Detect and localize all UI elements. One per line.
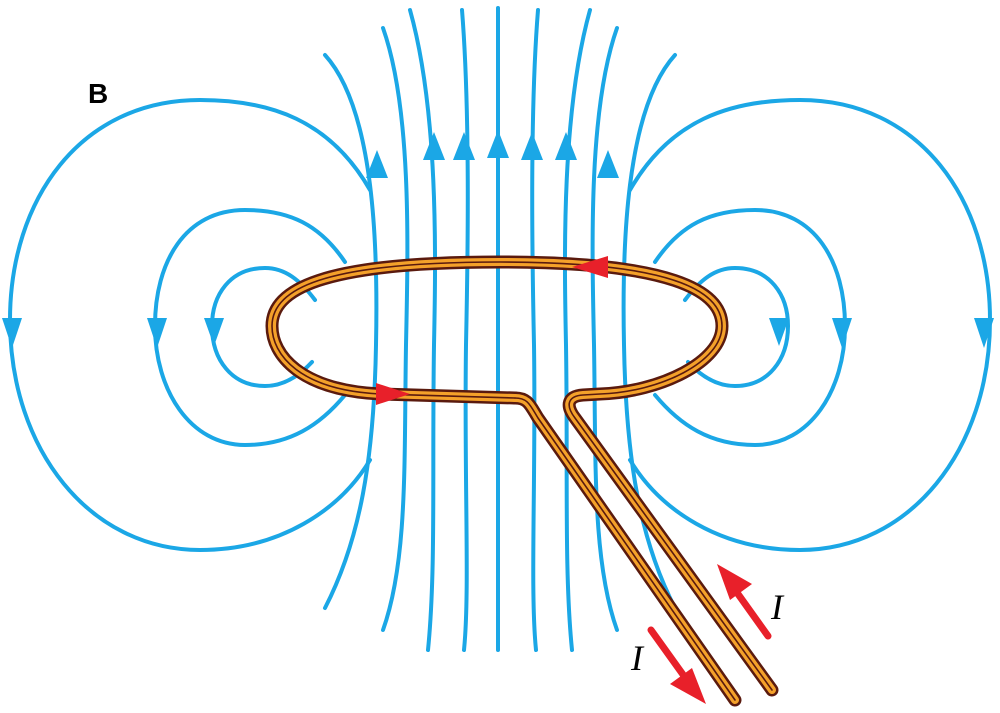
field-arrow [204, 318, 224, 346]
field-line [408, 8, 438, 652]
field-loops-right [628, 97, 993, 553]
field-lines-central [323, 6, 677, 652]
field-arrow [147, 318, 167, 348]
field-line [621, 53, 677, 610]
current-arrows-leads [647, 564, 772, 704]
field-arrow [2, 318, 22, 348]
field-loop [683, 265, 791, 389]
field-arrow [769, 318, 789, 346]
field-line [590, 26, 619, 632]
field-loops-left [7, 97, 372, 553]
field-line [562, 8, 592, 652]
field-arrows-right [769, 318, 994, 348]
field-arrows-left [2, 318, 224, 348]
current-arrows-on-loop [376, 256, 608, 405]
current-arrow [572, 256, 608, 278]
current-label-in: I [630, 638, 645, 678]
current-in-arrow [647, 626, 706, 704]
field-loop [653, 207, 848, 448]
current-arrow [376, 383, 410, 405]
field-loop [152, 207, 347, 448]
current-loop-wire [265, 255, 779, 707]
field-arrow [597, 150, 619, 178]
field-arrow [974, 318, 994, 348]
field-line [460, 8, 470, 652]
field-arrow [555, 132, 577, 160]
field-loop [7, 97, 372, 553]
field-arrow [487, 130, 509, 158]
field-arrow [423, 132, 445, 160]
current-out-arrow [717, 564, 772, 640]
field-arrow [521, 132, 543, 160]
field-arrow [832, 318, 852, 348]
field-loop [628, 97, 993, 553]
field-arrow [366, 150, 388, 178]
field-arrows-up [366, 130, 619, 178]
current-label-out: I [770, 587, 785, 627]
field-label: B [88, 78, 108, 109]
field-line [323, 53, 379, 610]
field-line [381, 26, 410, 632]
field-line [530, 8, 540, 652]
field-arrow [453, 132, 475, 160]
